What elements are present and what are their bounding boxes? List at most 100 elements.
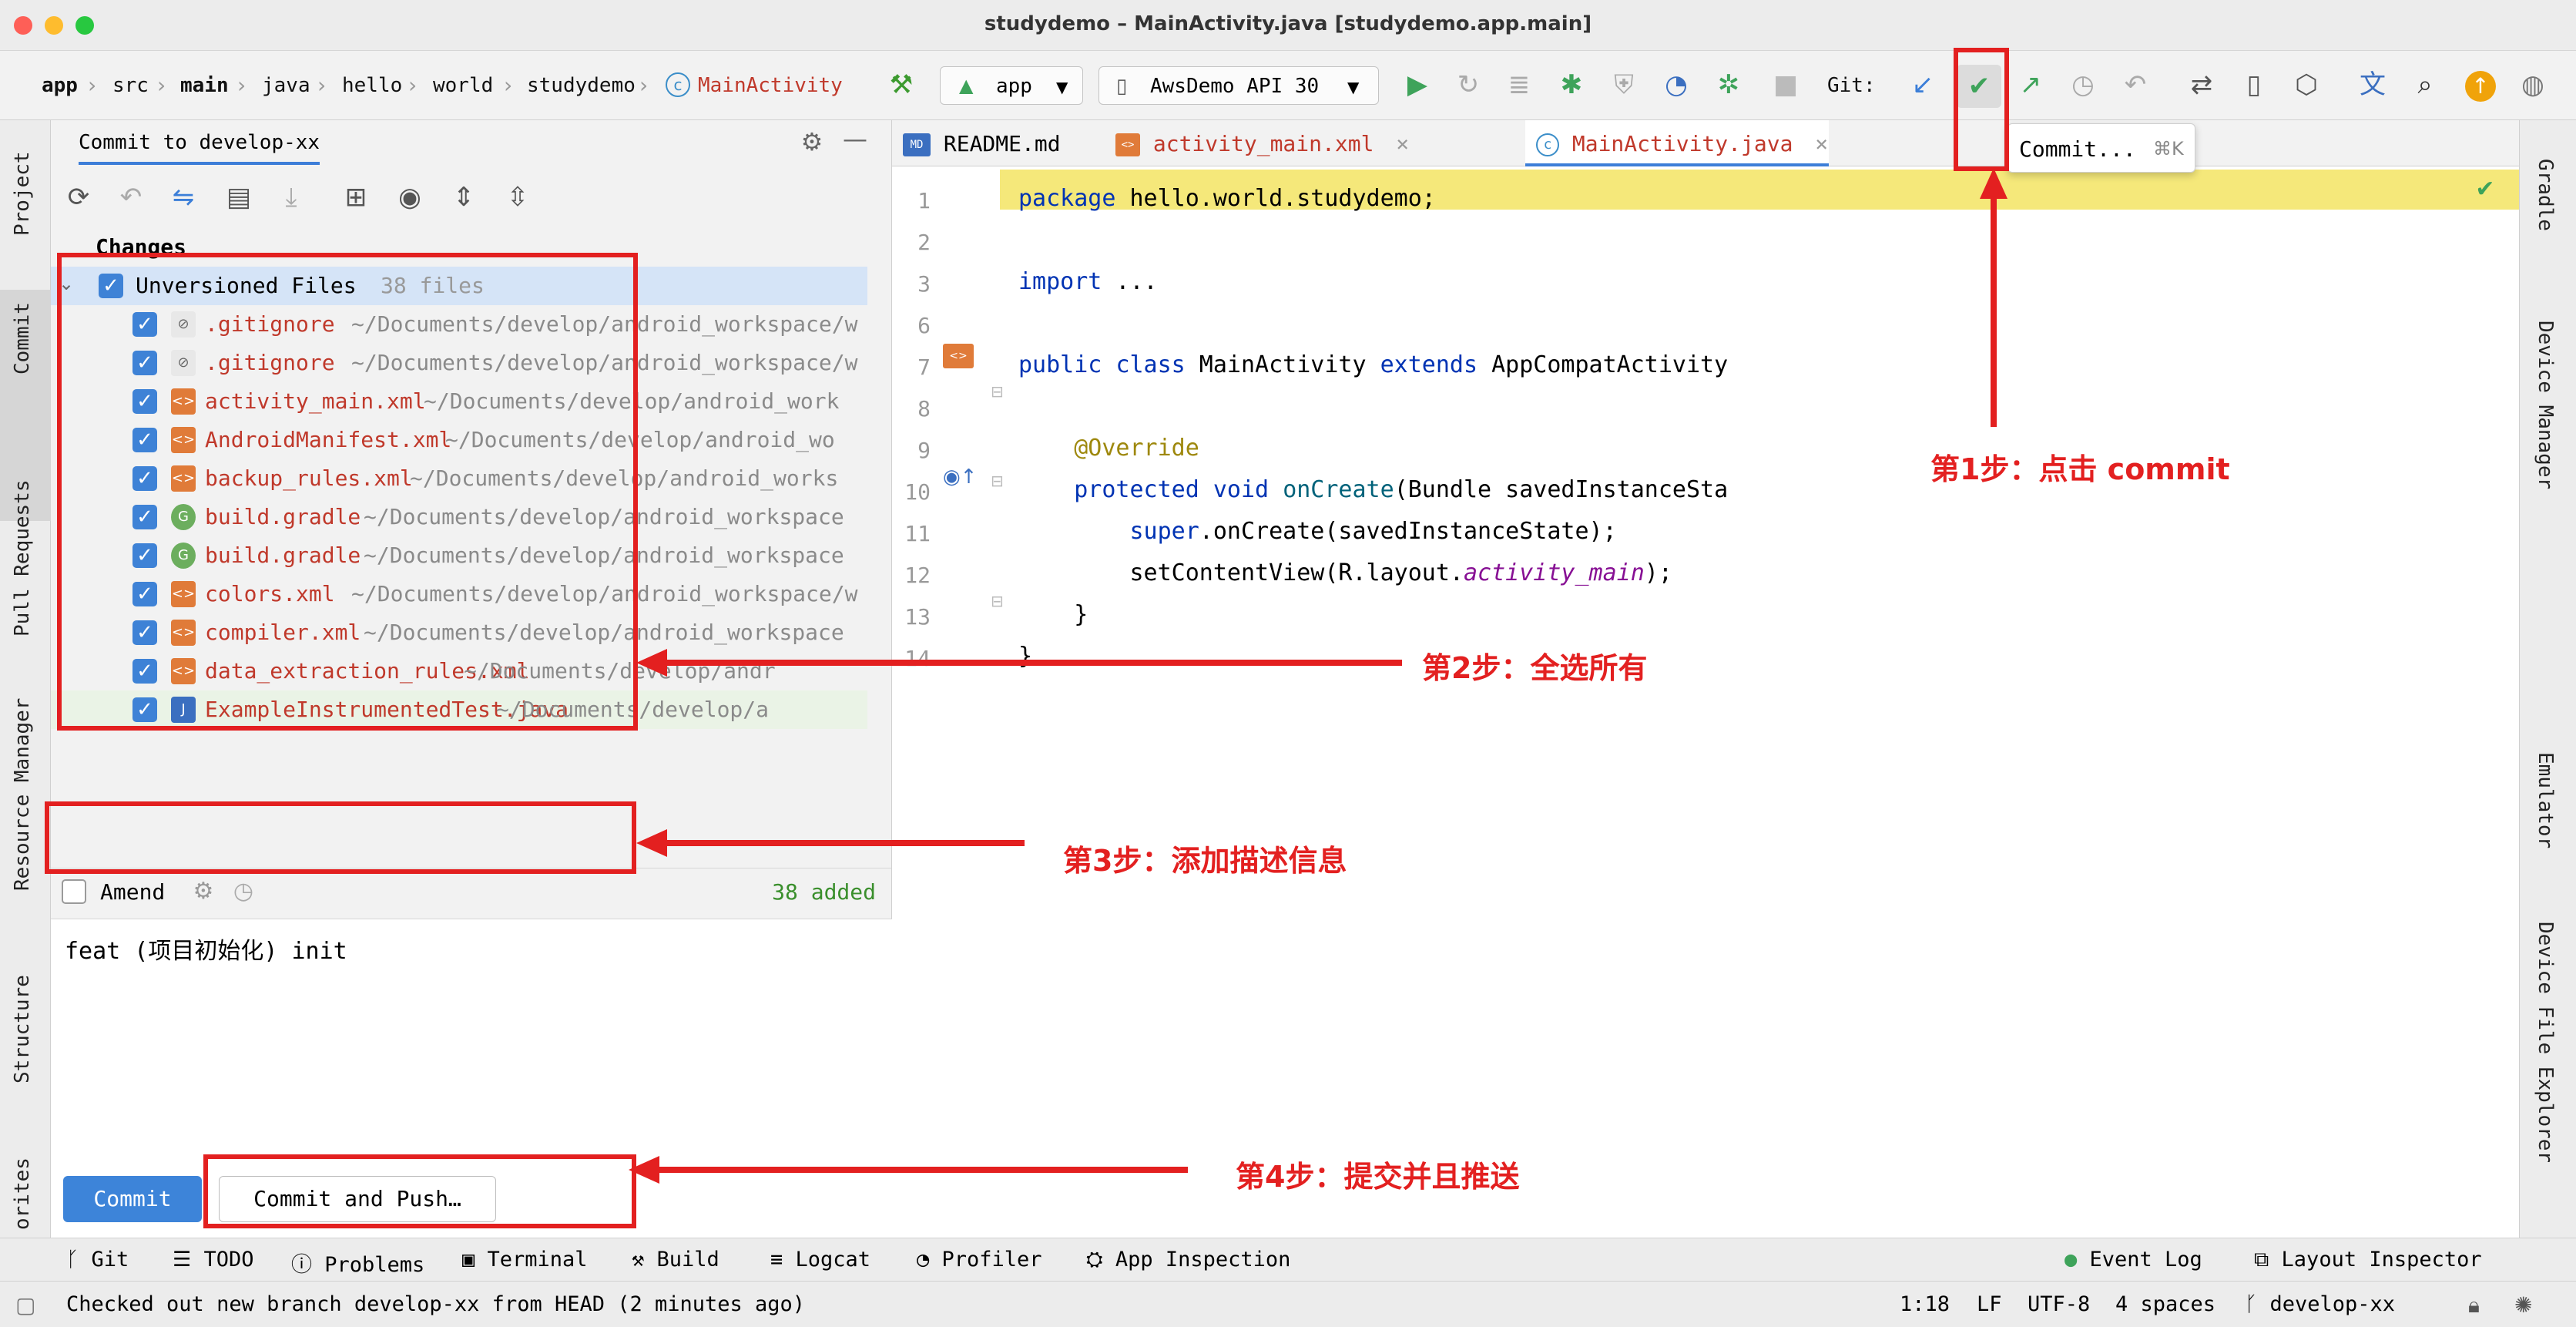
breadcrumb-java[interactable]: java: [262, 74, 310, 97]
profile-icon[interactable]: ◔: [1665, 69, 1688, 100]
tool-window-build[interactable]: ⚒ Build: [632, 1248, 719, 1272]
code-line[interactable]: super.onCreate(savedInstanceState);: [1129, 518, 1617, 545]
override-marker-icon[interactable]: ◉↑: [943, 465, 978, 489]
tool-window-git[interactable]: ᚴ Git: [66, 1248, 129, 1272]
unversioned-files-group[interactable]: ⌄ ✓ Unversioned Files 38 files: [51, 267, 867, 305]
file-checkbox[interactable]: ✓: [132, 582, 157, 606]
close-icon[interactable]: ×: [1815, 131, 1829, 156]
caret-position[interactable]: 1:18: [1900, 1292, 1950, 1316]
breadcrumb-app[interactable]: app: [42, 74, 78, 97]
tool-tab-device-file-explorer[interactable]: Device File Explorer: [2534, 922, 2557, 1164]
file-checkbox[interactable]: ✓: [132, 466, 157, 491]
breadcrumb-mainactivity[interactable]: MainActivity: [698, 74, 843, 97]
sdk-manager-icon[interactable]: ⬡: [2295, 69, 2318, 100]
git-push-icon[interactable]: ↗: [2019, 69, 2042, 100]
file-checkbox[interactable]: ✓: [132, 620, 157, 645]
file-row[interactable]: ✓<>activity_main.xml~/Documents/develop/…: [51, 382, 867, 421]
amend-checkbox[interactable]: [62, 879, 86, 904]
tool-tab-commit-active[interactable]: [0, 290, 51, 521]
run-icon[interactable]: ▶: [1407, 69, 1428, 100]
device-select[interactable]: ▯ AwsDemo API 30 ▼: [1098, 66, 1379, 105]
account-icon[interactable]: ◍: [2521, 69, 2544, 100]
collapse-all-icon[interactable]: ⇳: [506, 182, 529, 213]
group-checkbox[interactable]: ✓: [99, 274, 123, 298]
tool-tab-emulator[interactable]: Emulator: [2534, 752, 2557, 849]
changelist-icon[interactable]: ▤: [226, 182, 252, 213]
tab-mainactivity-java[interactable]: c MainActivity.java ×: [1525, 120, 1829, 166]
tool-window-terminal[interactable]: ▣ Terminal: [462, 1248, 588, 1272]
memory-indicator-icon[interactable]: ✺: [2514, 1292, 2533, 1318]
rollback-icon[interactable]: ↶: [2124, 69, 2147, 100]
file-checkbox[interactable]: ✓: [132, 505, 157, 529]
tool-window-layout-inspector[interactable]: ⧉ Layout Inspector: [2254, 1248, 2482, 1272]
file-checkbox[interactable]: ✓: [132, 697, 157, 722]
file-row[interactable]: ✓<>colors.xml~/Documents/develop/android…: [51, 575, 867, 613]
tool-window-logcat[interactable]: ≡ Logcat: [770, 1248, 870, 1272]
indent-setting[interactable]: 4 spaces: [2115, 1292, 2216, 1316]
breadcrumb-hello[interactable]: hello: [342, 74, 403, 97]
search-icon[interactable]: ⌕: [2417, 69, 2433, 100]
debug-icon[interactable]: ✱: [1560, 69, 1583, 100]
fold-icon[interactable]: ⊟: [991, 592, 1004, 610]
coverage-icon[interactable]: ⛨: [1614, 69, 1634, 100]
panel-toggle-icon[interactable]: ▢: [15, 1292, 36, 1318]
code-line[interactable]: @Override: [1074, 435, 1199, 462]
tool-window-problems[interactable]: ⓘ Problems: [291, 1248, 424, 1278]
chevron-down-icon[interactable]: ⌄: [59, 273, 75, 294]
file-checkbox[interactable]: ✓: [132, 389, 157, 414]
history-icon[interactable]: ◷: [233, 878, 254, 905]
group-by-icon[interactable]: ⊞: [344, 182, 367, 213]
code-line[interactable]: public class MainActivity extends AppCom…: [1018, 351, 1729, 378]
fold-icon[interactable]: ⊟: [991, 472, 1004, 490]
tool-tab-commit[interactable]: Commit: [11, 302, 34, 375]
avd-manager-icon[interactable]: ▯: [2246, 69, 2262, 100]
tool-window-profiler[interactable]: ◔ Profiler: [917, 1248, 1042, 1272]
code-line[interactable]: protected void onCreate(Bundle savedInst…: [1074, 476, 1729, 503]
close-icon[interactable]: ×: [1396, 131, 1410, 156]
shelve-icon[interactable]: ⤓: [285, 182, 297, 213]
rollback-icon[interactable]: ↶: [119, 182, 143, 213]
file-checkbox[interactable]: ✓: [132, 543, 157, 568]
run-config-select[interactable]: ▲ app ▼: [940, 66, 1083, 105]
maximize-window-button[interactable]: [75, 16, 94, 35]
tool-tab-structure[interactable]: Structure: [11, 975, 34, 1083]
breadcrumb-src[interactable]: src: [112, 74, 149, 97]
file-row[interactable]: ✓⊘.gitignore~/Documents/develop/android_…: [51, 305, 867, 344]
attach-debugger-icon[interactable]: ✲: [1717, 69, 1740, 100]
tool-tab-gradle[interactable]: Gradle: [2534, 159, 2557, 231]
diff-icon[interactable]: ⇋: [172, 182, 195, 213]
breadcrumb-world[interactable]: world: [433, 74, 494, 97]
file-row[interactable]: ✓<>compiler.xml~/Documents/develop/andro…: [51, 613, 867, 652]
gear-icon[interactable]: ⚙: [193, 878, 214, 905]
stop-icon[interactable]: ■: [1773, 69, 1799, 100]
file-row[interactable]: ✓<>backup_rules.xml~/Documents/develop/a…: [51, 459, 867, 498]
git-commit-button[interactable]: ✔: [1957, 65, 2001, 108]
commit-button[interactable]: Commit: [63, 1176, 202, 1222]
file-encoding[interactable]: UTF-8: [2028, 1292, 2091, 1316]
tool-window-app-inspection[interactable]: ⛭ App Inspection: [1086, 1248, 1290, 1272]
tool-tab-device-manager[interactable]: Device Manager: [2534, 321, 2557, 490]
line-separator[interactable]: LF: [1977, 1292, 2002, 1316]
apply-changes-icon[interactable]: ↻: [1457, 69, 1480, 100]
breadcrumb-studydemo[interactable]: studydemo: [527, 74, 636, 97]
code-line[interactable]: }: [1018, 601, 1088, 628]
tool-tab-resource-manager[interactable]: Resource Manager: [11, 697, 34, 891]
minimize-panel-icon[interactable]: —: [843, 124, 867, 153]
code-line[interactable]: package hello.world.studydemo;: [1018, 185, 1436, 212]
tool-tab-favorites[interactable]: orites: [11, 1157, 34, 1230]
hammer-build-icon[interactable]: ⚒: [889, 69, 914, 100]
tool-window-event-log[interactable]: ● Event Log: [2064, 1248, 2202, 1272]
file-checkbox[interactable]: ✓: [132, 312, 157, 337]
file-checkbox[interactable]: ✓: [132, 659, 157, 684]
close-window-button[interactable]: [14, 16, 32, 35]
apply-code-changes-icon[interactable]: ≣: [1508, 69, 1531, 100]
code-line[interactable]: import ...: [1018, 268, 1158, 295]
expand-all-icon[interactable]: ⇕: [452, 182, 475, 213]
breadcrumb-main[interactable]: main: [180, 74, 229, 97]
tool-tab-project[interactable]: Project: [11, 151, 34, 236]
tool-window-todo[interactable]: ☰ TODO: [173, 1248, 254, 1272]
translate-icon[interactable]: 文: [2360, 69, 2386, 100]
